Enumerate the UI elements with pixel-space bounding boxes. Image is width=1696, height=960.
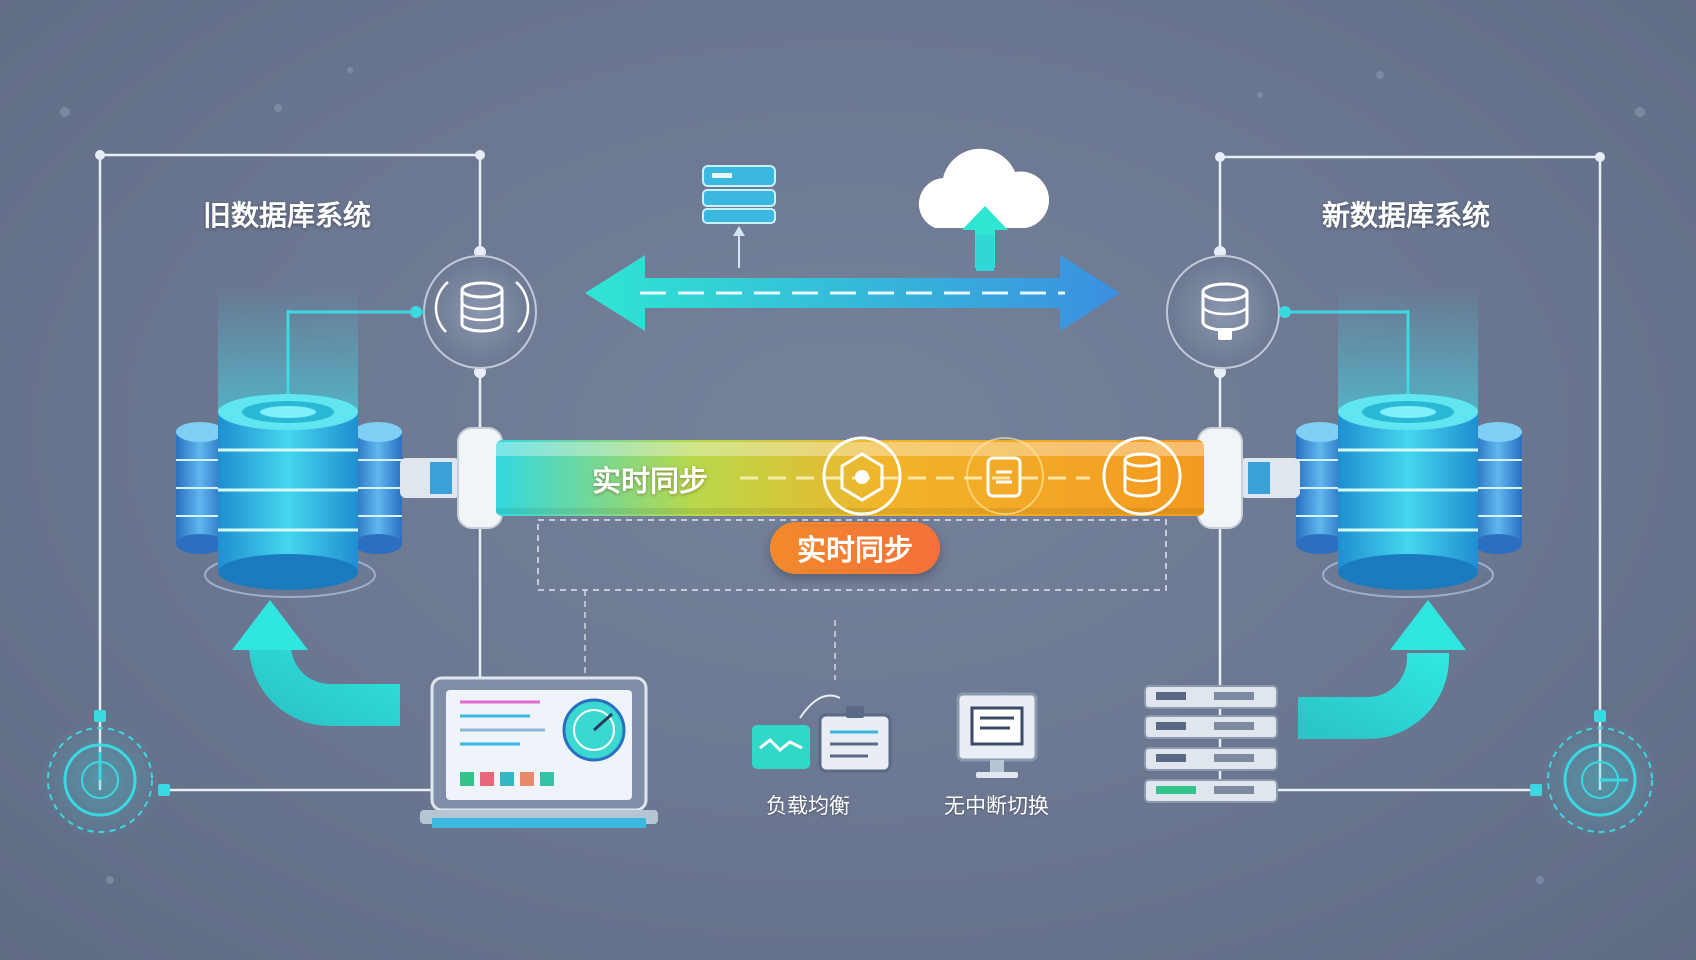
sync-badge: 实时同步 <box>770 522 940 574</box>
sync-badge-label: 实时同步 <box>796 533 913 567</box>
database-stack-icon <box>1296 394 1522 598</box>
dashboard-laptop-icon <box>420 676 658 828</box>
new-system-title: 新数据库系统 <box>1322 199 1491 232</box>
pipe-connector <box>400 427 1300 529</box>
load-balancer-icon <box>752 694 892 773</box>
database-stack-icon <box>176 394 402 598</box>
load-balancing-label: 负载均衡 <box>766 794 850 818</box>
database-gear-icon <box>423 255 537 369</box>
database-upload-icon <box>1166 255 1280 369</box>
sync-zone-outline <box>537 519 1167 591</box>
server-icon <box>702 165 776 268</box>
light-beam <box>218 285 358 415</box>
radar-icon <box>1530 710 1662 842</box>
document-icon <box>966 437 1044 515</box>
light-beam <box>1338 285 1478 415</box>
old-system-title: 旧数据库系统 <box>203 199 372 232</box>
server-rack-icon <box>1144 685 1278 803</box>
seamless-switch-label: 无中断切换 <box>944 794 1049 818</box>
bidirectional-arrow-icon <box>585 255 1120 331</box>
curved-arrow-icon <box>1298 600 1466 739</box>
radar-icon <box>38 710 170 842</box>
monitor-icon <box>956 692 1038 778</box>
cloud-upload-icon <box>918 148 1050 271</box>
database-icon <box>1102 436 1182 516</box>
hexagon-sync-icon <box>822 436 902 516</box>
curved-arrow-icon <box>232 600 400 726</box>
pipe-sync-label: 实时同步 <box>592 464 709 498</box>
background-decoration <box>60 67 1645 884</box>
